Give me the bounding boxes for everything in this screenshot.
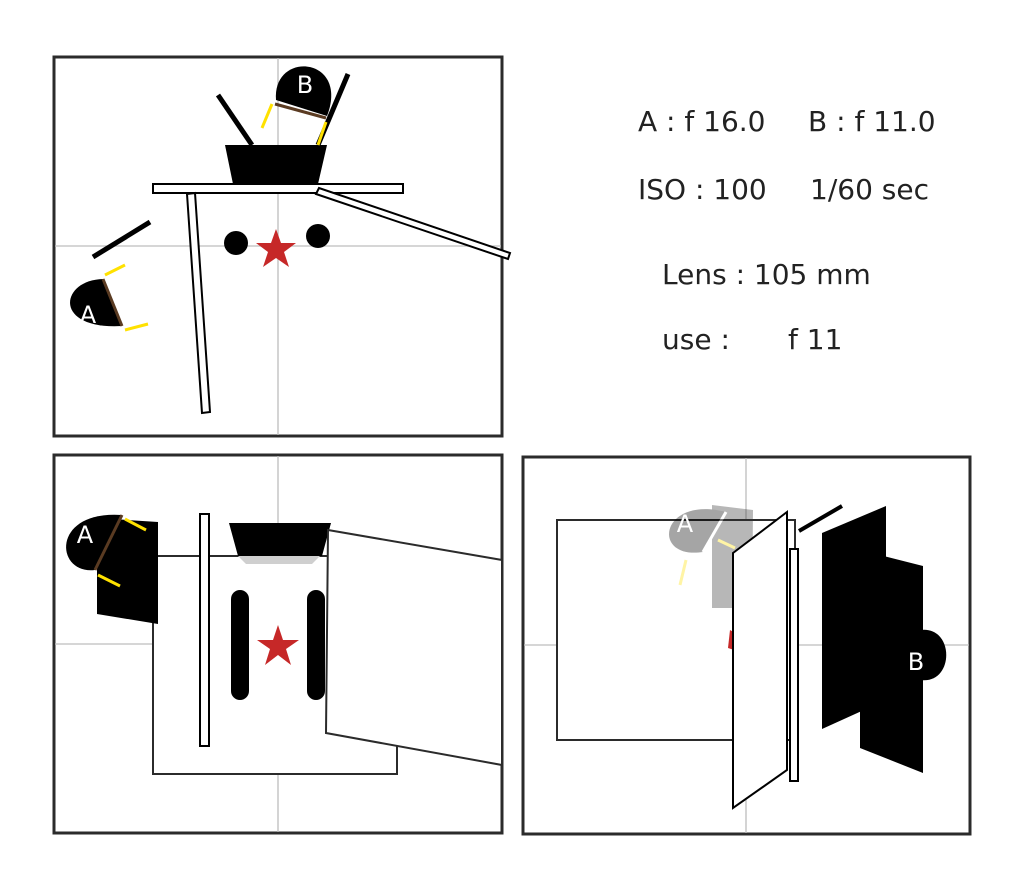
reflector-vertical — [185, 191, 212, 415]
light-a-label: A — [77, 521, 94, 549]
front-view-panel: A — [52, 453, 504, 835]
bowl-prop — [229, 523, 331, 556]
light-b-label: B — [297, 71, 313, 99]
table-top — [152, 183, 404, 194]
top-view-panel: A B — [52, 55, 512, 438]
reflector-vertical — [789, 548, 799, 782]
prop-cylinder-left — [231, 590, 249, 700]
reflector-diagonal — [324, 528, 503, 767]
strobe-icon — [920, 629, 947, 681]
strobe-icon: B — [260, 66, 332, 146]
prop-cylinder-right — [307, 590, 325, 700]
use-aperture-value: f 11 — [788, 323, 843, 356]
light-a-label: A — [677, 510, 694, 538]
flag-a — [91, 219, 152, 260]
bowl-shadow — [238, 556, 320, 564]
star-icon — [256, 229, 296, 267]
strobe-icon: A — [66, 514, 158, 624]
flag-a — [97, 518, 158, 624]
star-icon — [257, 625, 299, 665]
iso-setting: ISO : 100 — [638, 173, 767, 206]
strobe-icon: A — [70, 263, 149, 332]
light-a-label: A — [80, 301, 97, 329]
lens-setting: Lens : 105 mm — [662, 258, 871, 291]
chopstick — [797, 504, 844, 533]
prop-cylinder-right — [306, 224, 330, 248]
shutter-setting: 1/60 sec — [810, 173, 929, 206]
bowl-prop — [225, 145, 327, 184]
light-b-label: B — [908, 648, 924, 676]
aperture-b-setting: B : f 11.0 — [808, 105, 936, 138]
reflector-vertical — [199, 513, 210, 747]
prop-cylinder-left — [224, 231, 248, 255]
aperture-a-setting: A : f 16.0 — [638, 105, 766, 138]
reflector-diagonal — [732, 509, 788, 810]
side-view-panel: A B — [521, 455, 972, 836]
use-label: use : — [662, 323, 730, 356]
chopstick-left — [215, 93, 255, 147]
reflector-diagonal — [314, 186, 512, 261]
flag-b-front — [860, 550, 923, 773]
